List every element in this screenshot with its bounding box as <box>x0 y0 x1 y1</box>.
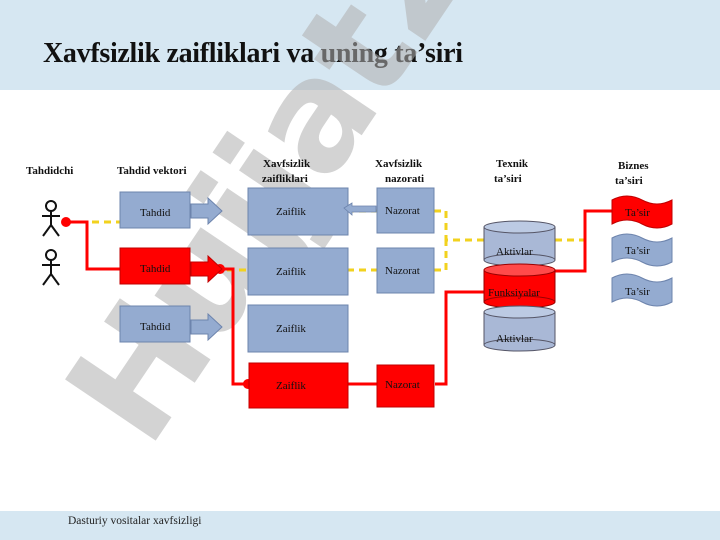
svg-text:Ta’sir: Ta’sir <box>625 245 650 257</box>
col-header-texnik-2: ta’siri <box>494 173 522 185</box>
col-header-tahdidchi: Tahdidchi <box>26 165 73 177</box>
svg-text:Zaiflik: Zaiflik <box>276 380 306 392</box>
svg-text:Zaiflik: Zaiflik <box>276 206 306 218</box>
threat-arrow-red <box>190 254 223 284</box>
svg-text:Zaiflik: Zaiflik <box>276 266 306 278</box>
col-header-tahdid-vektori: Tahdid vektori <box>117 165 187 177</box>
control-arrow-icon <box>343 202 377 216</box>
svg-text:Nazorat: Nazorat <box>385 265 420 277</box>
threat-box-red: Tahdid <box>119 247 191 285</box>
svg-text:Nazorat: Nazorat <box>385 379 420 391</box>
impact-banner-red: Ta’sir <box>611 195 673 229</box>
threat-box: Tahdid <box>119 191 191 229</box>
col-header-nazorati-2: nazorati <box>385 173 424 185</box>
weakness-box-red: Zaiflik <box>248 362 349 409</box>
svg-text:Aktivlar: Aktivlar <box>496 333 533 345</box>
svg-text:Tahdid: Tahdid <box>140 263 171 275</box>
control-box-red: Nazorat <box>376 364 435 408</box>
threat-arrow <box>190 312 223 342</box>
svg-text:Ta’sir: Ta’sir <box>625 286 650 298</box>
header-band <box>0 0 720 90</box>
impact-banner: Ta’sir <box>611 233 673 267</box>
weakness-box: Zaiflik <box>247 247 349 296</box>
weakness-box: Zaiflik <box>247 187 349 236</box>
svg-text:Tahdid: Tahdid <box>140 321 171 333</box>
control-box: Nazorat <box>376 187 435 234</box>
svg-text:Funksiyalar: Funksiyalar <box>488 287 540 299</box>
asset-cylinder: Aktivlar <box>483 305 556 352</box>
threat-box: Tahdid <box>119 305 191 343</box>
svg-text:Nazorat: Nazorat <box>385 205 420 217</box>
page-title: Xavfsizlik zaifliklari va uning ta’siri <box>43 38 463 69</box>
col-header-nazorati-1: Xavfsizlik <box>375 158 423 170</box>
control-box: Nazorat <box>376 247 435 294</box>
svg-text:Zaiflik: Zaiflik <box>276 323 306 335</box>
impact-banner: Ta’sir <box>611 273 673 307</box>
svg-text:Aktivlar: Aktivlar <box>496 246 533 258</box>
col-header-biznes-1: Biznes <box>618 160 649 172</box>
weakness-box: Zaiflik <box>247 304 349 353</box>
actor-icon <box>42 200 60 237</box>
footer-band <box>0 511 720 540</box>
col-header-zaifliklari-1: Xavfsizlik <box>263 158 311 170</box>
svg-text:Ta’sir: Ta’sir <box>625 207 650 219</box>
path-node <box>61 217 71 227</box>
footer-text: Dasturiy vositalar xavfsizligi <box>68 515 202 527</box>
col-header-zaifliklari-2: zaifliklari <box>262 173 308 185</box>
actor-icon <box>42 249 60 286</box>
threat-arrow <box>190 196 223 226</box>
svg-text:Tahdid: Tahdid <box>140 207 171 219</box>
asset-cylinder: Aktivlar <box>483 220 556 267</box>
asset-cylinder-red: Funksiyalar <box>483 263 556 309</box>
col-header-texnik-1: Texnik <box>496 158 529 170</box>
col-header-biznes-2: ta’siri <box>615 175 643 187</box>
